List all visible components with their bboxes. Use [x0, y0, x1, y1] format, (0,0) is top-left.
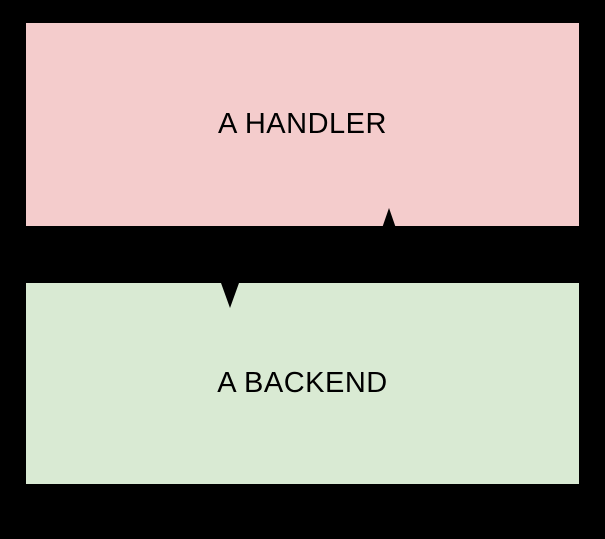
handler-node-label: A HANDLER [218, 108, 387, 140]
handler-node: A HANDLER [26, 23, 579, 226]
backend-node-label: A BACKEND [217, 367, 388, 399]
backend-node: A BACKEND [26, 283, 579, 484]
